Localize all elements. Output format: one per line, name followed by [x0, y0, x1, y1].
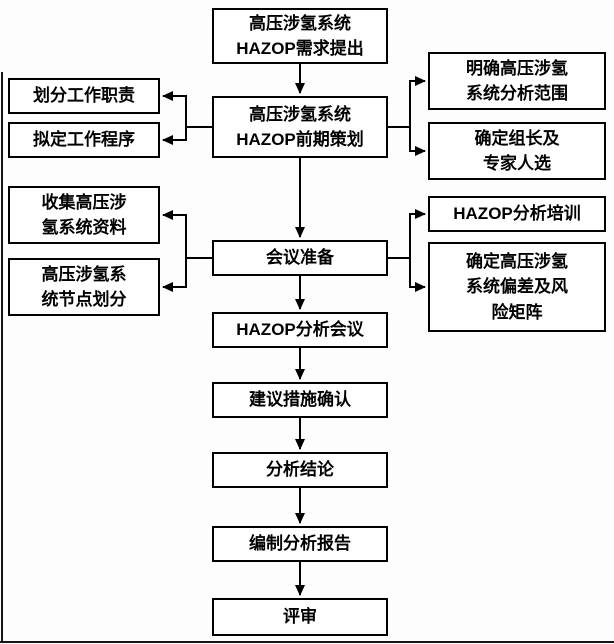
flow-node-report-compilation: 编制分析报告: [212, 526, 388, 562]
flow-node-hazop-requirement: 高压涉氢系统 HAZOP需求提出: [212, 8, 388, 64]
flow-node-review: 评审: [212, 598, 388, 636]
scan-edge-left-line: [1, 72, 3, 642]
flow-node-deviation-risk-matrix: 确定高压涉氢 系统偏差及风 险矩阵: [428, 242, 606, 332]
flow-node-node-division: 高压涉氢系 统节点划分: [8, 258, 160, 316]
flow-node-hazop-analysis-meeting: HAZOP分析会议: [212, 312, 388, 348]
flow-node-collect-system-data: 收集高压涉 氢系统资料: [8, 186, 160, 244]
flow-node-measures-confirmation: 建议措施确认: [212, 382, 388, 418]
flow-node-work-responsibilities: 划分工作职责: [8, 78, 160, 114]
flow-node-analysis-scope: 明确高压涉氢 系统分析范围: [428, 52, 606, 110]
flow-node-meeting-preparation: 会议准备: [212, 240, 388, 276]
flow-node-leader-experts: 确定组长及 专家人选: [428, 122, 606, 180]
scan-edge-bottom-line: [0, 641, 614, 643]
flow-node-hazop-training: HAZOP分析培训: [428, 196, 606, 232]
flow-node-work-procedures: 拟定工作程序: [8, 122, 160, 158]
flow-node-analysis-conclusion: 分析结论: [212, 452, 388, 488]
flow-node-hazop-preplanning: 高压涉氢系统 HAZOP前期策划: [212, 96, 388, 158]
